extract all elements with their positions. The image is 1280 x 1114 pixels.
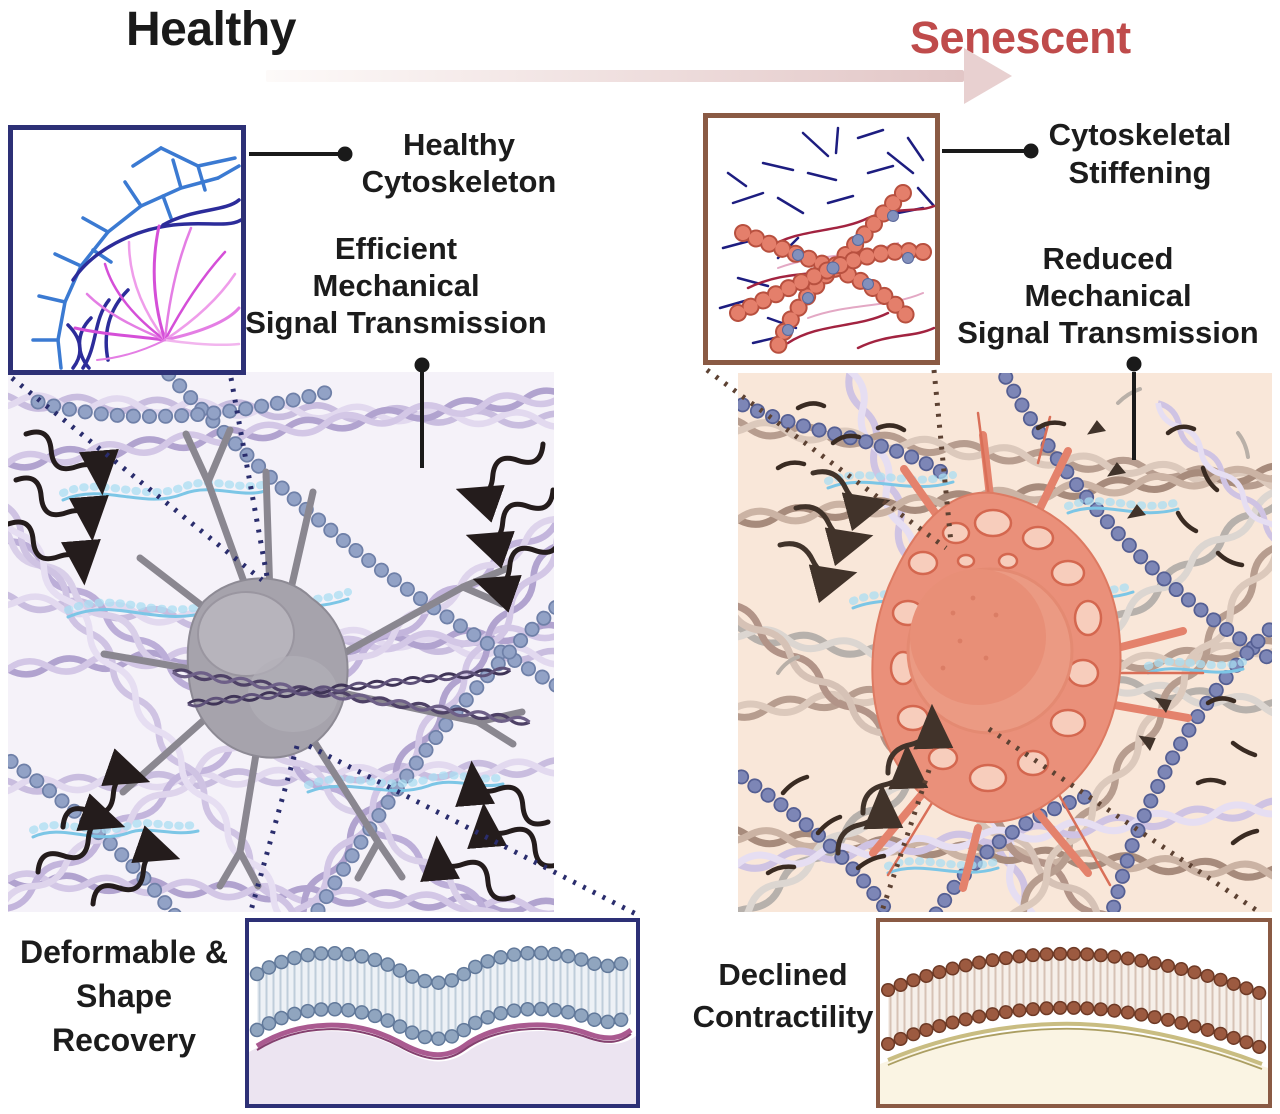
lipid-tails-band [888, 953, 1262, 1048]
reduced-signal-label: Reduced Mechanical Signal Transmission [957, 241, 1259, 350]
transition-arrow [266, 48, 1012, 104]
cytoskeletal-stiffening-label: Cytoskeletal Stiffening [1048, 117, 1232, 190]
senescent-matrix-illustration [738, 373, 1272, 912]
healthy-cytoskeleton-inset [8, 125, 246, 375]
senescent-cytoskeleton-inset [703, 113, 940, 365]
connector-dot [1023, 143, 1039, 159]
actin-fan-lines [73, 224, 241, 361]
healthy-matrix-panel [8, 372, 554, 912]
deformable-membrane-illustration [249, 922, 636, 1104]
connector-dot [1126, 356, 1142, 372]
healthy-cytoskeleton-label: Healthy Cytoskeleton [361, 127, 557, 199]
stiff-membrane-inset [876, 918, 1272, 1108]
healthy-cytoskeleton-illustration [31, 146, 241, 370]
beaded-stress-fibers [729, 184, 935, 355]
senescent-title: Senescent [910, 12, 1131, 63]
healthy-matrix-illustration [8, 372, 554, 912]
deformable-shape-recovery-label: Deformable & Shape Recovery [19, 934, 229, 1058]
cytoplasm-region [880, 1027, 1268, 1104]
microtubule-lines [31, 146, 241, 370]
intermediate-filament-lines [66, 198, 241, 370]
connector-dot [414, 357, 430, 373]
healthy-title: Healthy [126, 3, 296, 56]
senescent-matrix-panel [738, 373, 1272, 912]
efficient-signal-label: Efficient Mechanical Signal Transmission [245, 231, 547, 340]
lipid-tails-band [257, 952, 631, 1039]
stiffened-cytoskeleton-illustration [718, 126, 935, 355]
stiff-membrane-illustration [880, 922, 1268, 1104]
deformable-membrane-inset [245, 918, 640, 1108]
vacuole-pattern [889, 508, 1103, 793]
cytoplasm-region [249, 1030, 636, 1104]
declined-contractility-label: Declined Contractility [692, 957, 874, 1034]
